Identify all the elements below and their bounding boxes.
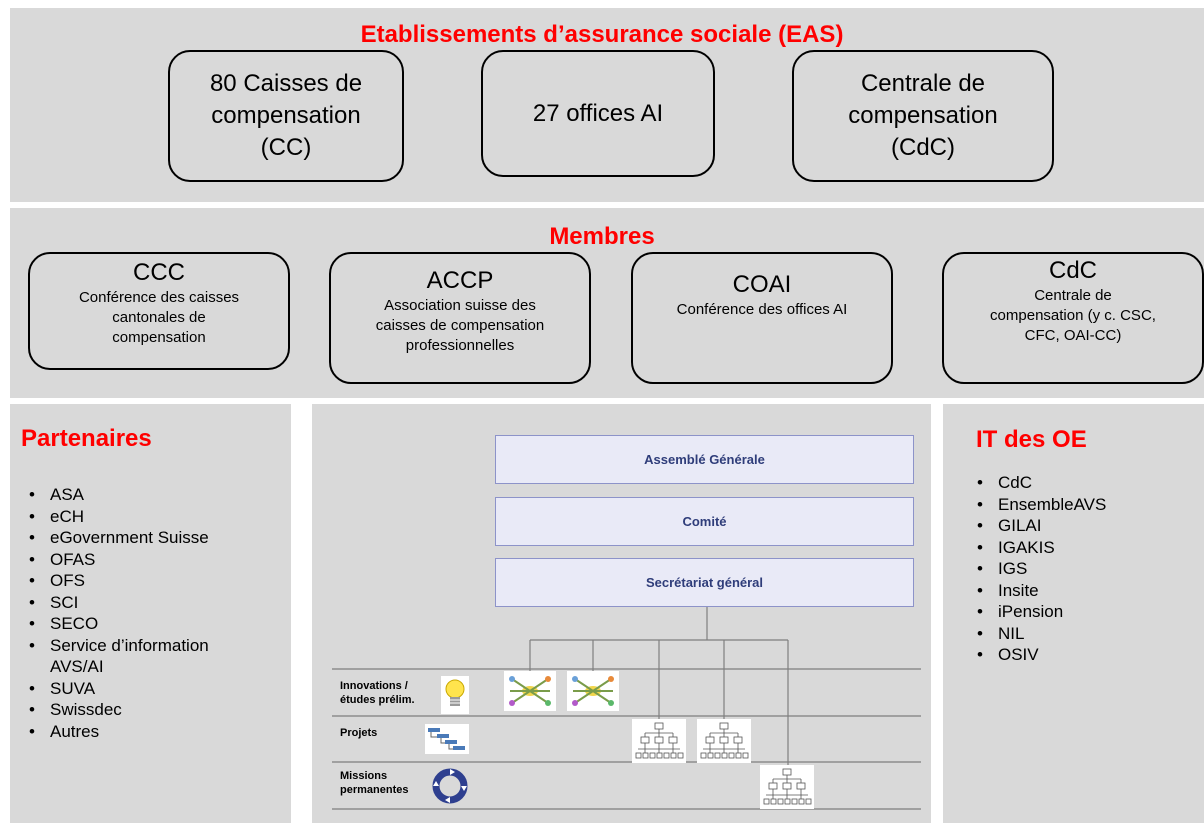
membres-title: Membres: [549, 223, 655, 250]
member-abbr: CCC: [133, 259, 185, 286]
list-item: EnsembleAVS: [973, 494, 1198, 516]
list-item: IGAKIS: [973, 537, 1198, 559]
row-label-line: Missions: [340, 770, 388, 782]
list-item: GILAI: [973, 515, 1198, 537]
member-full-name: Centrale de compensation (y c. CSC, CFC,…: [990, 287, 1156, 344]
member-full-name: Conférence des caisses cantonales de com…: [78, 289, 240, 346]
list-item: OFAS: [25, 549, 285, 571]
member-abbr: CdC: [1048, 257, 1097, 284]
partenaires-list: ASA eCH eGovernment Suisse OFAS OFS SCI …: [25, 484, 285, 742]
list-item: SCI: [25, 592, 285, 614]
list-item: iPension: [973, 601, 1198, 623]
list-item: OSIV: [973, 644, 1198, 666]
list-item: eGovernment Suisse: [25, 527, 285, 549]
member-abbr: COAI: [732, 271, 792, 298]
list-item: SUVA: [25, 678, 285, 700]
row-label-line: permanentes: [340, 784, 409, 796]
member-abbr: ACCP: [426, 267, 494, 294]
row-label-line: études prélim.: [340, 694, 415, 706]
row-label-missions: Missions permanentes: [340, 769, 408, 797]
it-oe-list: CdC EnsembleAVS GILAI IGAKIS IGS Insite …: [973, 472, 1198, 666]
member-full-name: Association suisse des caisses de compen…: [375, 297, 545, 354]
list-item: Swissdec: [25, 699, 285, 721]
list-item: CdC: [973, 472, 1198, 494]
list-item: Autres: [25, 721, 285, 743]
hierarchy-icon: [697, 719, 751, 763]
list-item: IGS: [973, 558, 1198, 580]
assemblee-generale-box: Assemblé Générale: [495, 435, 914, 484]
eas-title: Etablissements d’assurance sociale (EAS): [360, 21, 844, 48]
partenaires-title: Partenaires: [21, 425, 152, 452]
list-item-text: Service d’information: [50, 635, 209, 655]
eas-box-offices-ai: 27 offices AI: [481, 50, 715, 177]
comite-box: Comité: [495, 497, 914, 546]
list-item: ASA: [25, 484, 285, 506]
mindmap-icon: [567, 671, 619, 711]
lightbulb-icon: [441, 676, 469, 714]
hierarchy-icon: [632, 719, 686, 763]
row-label-innovations: Innovations / études prélim.: [340, 679, 415, 707]
member-box-coai: COAI Conférence des offices AI: [631, 252, 893, 384]
list-item: OFS: [25, 570, 285, 592]
list-item: Insite: [973, 580, 1198, 602]
eas-box-caisses: 80 Caisses de compensation (CC): [168, 50, 404, 182]
list-item: eCH: [25, 506, 285, 528]
member-full-name: Conférence des offices AI: [676, 301, 848, 318]
member-box-cdc: CdC Centrale de compensation (y c. CSC, …: [942, 252, 1204, 384]
list-item: NIL: [973, 623, 1198, 645]
hierarchy-icon: [760, 765, 814, 809]
list-item: SECO: [25, 613, 285, 635]
eas-box-centrale: Centrale de compensation (CdC): [792, 50, 1054, 182]
list-item-text-cont: AVS/AI: [50, 657, 104, 676]
member-box-ccc: CCC Conférence des caisses cantonales de…: [28, 252, 290, 370]
secretariat-general-box: Secrétariat général: [495, 558, 914, 607]
cycle-icon: [432, 768, 468, 804]
it-oe-title: IT des OE: [976, 426, 1087, 453]
mindmap-icon: [504, 671, 556, 711]
member-box-accp: ACCP Association suisse des caisses de c…: [329, 252, 591, 384]
row-label-line: Innovations /: [340, 680, 408, 692]
gantt-icon: [425, 724, 469, 754]
row-label-projets: Projets: [340, 727, 378, 739]
